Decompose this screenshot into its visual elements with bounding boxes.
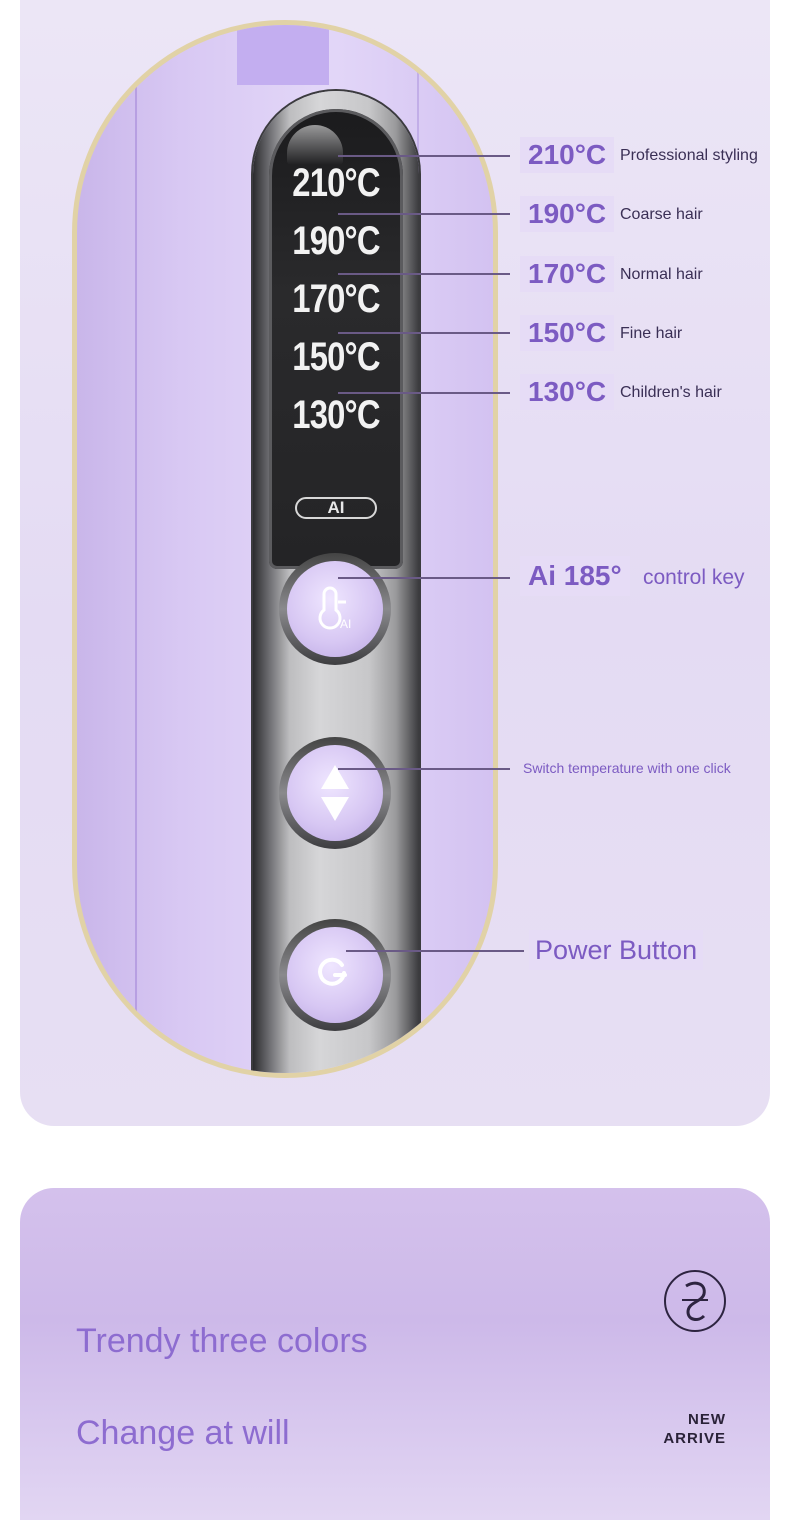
temperature-switch-button[interactable] — [279, 737, 391, 849]
leader-line — [338, 392, 510, 394]
leader-line — [338, 768, 510, 770]
temperature-display: 210°C 190°C 170°C 150°C 130°C AI — [269, 109, 403, 569]
top-strip — [237, 25, 329, 85]
product-closeup: 210°C 190°C 170°C 150°C 130°C AI AI — [72, 20, 498, 1078]
callout-temp: 130°C — [520, 374, 615, 410]
callout-desc: Normal hair — [620, 266, 703, 283]
display-temp: 210°C — [292, 161, 380, 205]
callout-temp: 210°C — [520, 137, 615, 173]
callout-desc: Professional styling — [620, 147, 758, 164]
ai-key-title: Ai 185° — [520, 556, 630, 596]
up-down-arrow-icon — [321, 765, 349, 821]
power-icon — [318, 957, 347, 986]
callout-desc: Children's hair — [620, 384, 722, 401]
leader-line — [338, 155, 510, 157]
callout-desc: Coarse hair — [620, 206, 703, 223]
new-arrive-badge: NEW ARRIVE — [663, 1411, 726, 1447]
leader-line — [338, 273, 510, 275]
leader-line — [338, 332, 510, 334]
callout-temp: 150°C — [520, 315, 615, 351]
callout-temp: 190°C — [520, 196, 615, 232]
ai-key-desc: control key — [643, 566, 745, 589]
product-feature-card: 210°C 190°C 170°C 150°C 130°C AI AI — [20, 0, 770, 1126]
display-temp: 150°C — [292, 335, 380, 379]
callout-temp: 170°C — [520, 256, 615, 292]
power-label: Power Button — [529, 930, 704, 970]
power-button[interactable] — [279, 919, 391, 1031]
monogram-logo-icon — [664, 1270, 726, 1332]
ai-control-button[interactable]: AI — [279, 553, 391, 665]
display-temp: 170°C — [292, 277, 380, 321]
banner-line-2: Change at will — [76, 1414, 290, 1452]
thermometer-ai-icon: AI — [318, 586, 351, 631]
banner-line-1: Trendy three colors — [76, 1322, 368, 1360]
leader-line — [338, 577, 510, 579]
switch-desc: Switch temperature with one click — [523, 760, 731, 776]
control-panel: 210°C 190°C 170°C 150°C 130°C AI AI — [253, 91, 419, 1073]
svg-text:AI: AI — [340, 617, 351, 631]
leader-line — [338, 213, 510, 215]
display-temp: 190°C — [292, 219, 380, 263]
leader-line — [346, 950, 524, 952]
callout-desc: Fine hair — [620, 325, 683, 342]
colors-banner: Trendy three colors Change at will NEW A… — [20, 1188, 770, 1520]
display-temp: 130°C — [292, 393, 380, 437]
ai-indicator: AI — [295, 497, 377, 519]
